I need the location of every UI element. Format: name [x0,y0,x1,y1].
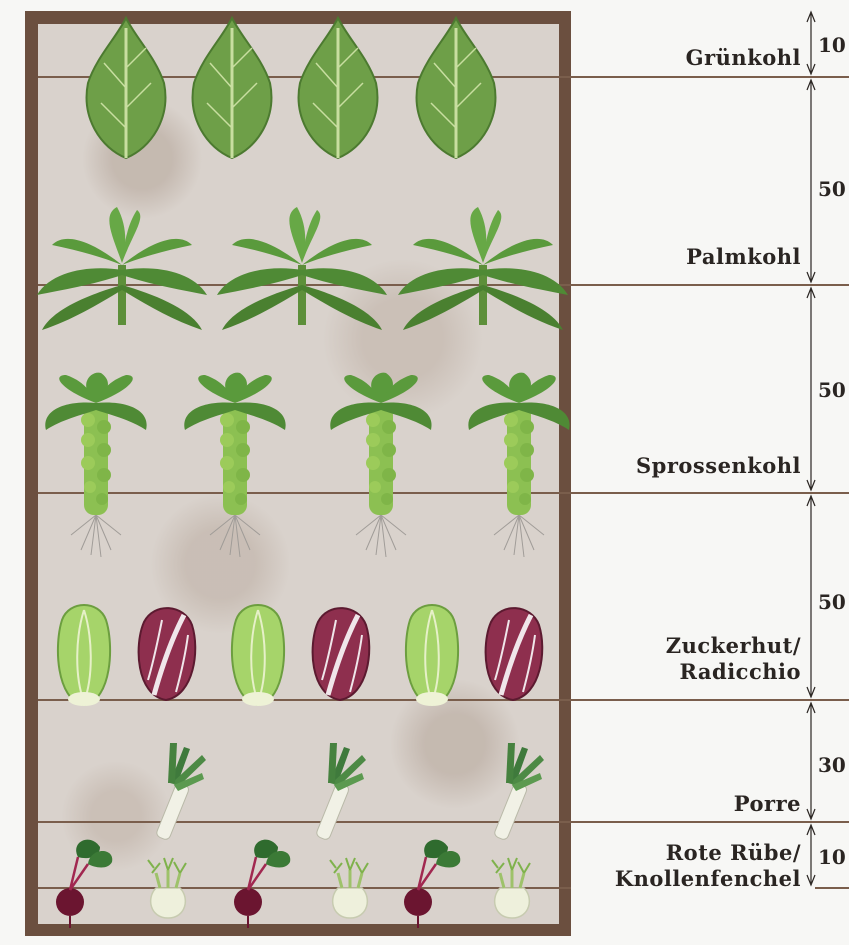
label-gruenkohl: Grünkohl [686,45,801,71]
label-sprossenkohl: Sprossenkohl [636,453,801,479]
spacing-rote-ruebe: 10 [818,845,846,869]
label-zuckerhut-radicchio: Zuckerhut/ Radicchio [666,633,801,685]
spacing-sprossenkohl: 50 [818,378,846,402]
label-palmkohl: Palmkohl [686,244,801,270]
label-porre: Porre [734,791,801,817]
spacing-zuckerhut: 50 [818,590,846,614]
spacing-palmkohl: 50 [818,177,846,201]
label-rote-ruebe-knollenfenchel: Rote Rübe/ Knollenfenchel [615,840,801,892]
spacing-porre: 30 [818,753,846,777]
spacing-gruenkohl: 10 [818,33,846,57]
